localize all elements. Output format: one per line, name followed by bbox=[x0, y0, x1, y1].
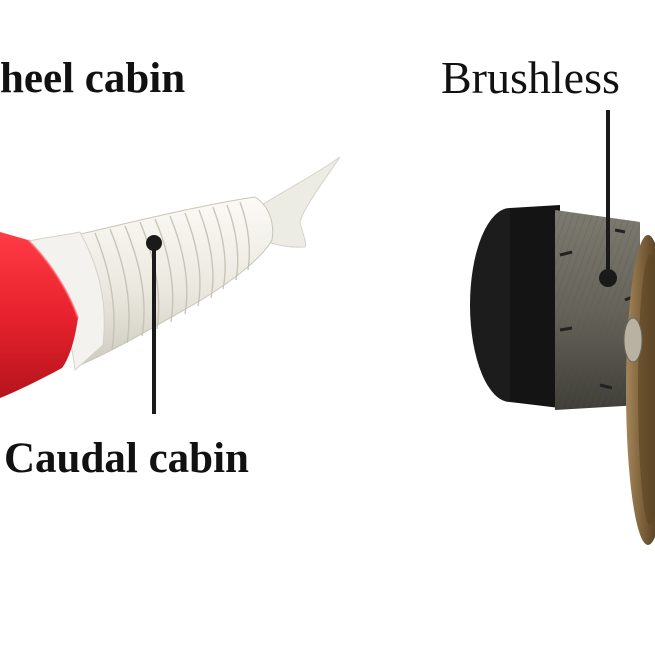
corrugation-ridges bbox=[94, 201, 250, 351]
brushless-label: Brushless bbox=[441, 52, 620, 103]
caudal-cabin-leader-dot bbox=[146, 235, 162, 251]
robotic-fish-body bbox=[0, 156, 341, 398]
wheel-cabin-label: heel cabin bbox=[0, 55, 185, 102]
wheel-cabin-shape bbox=[0, 232, 78, 398]
motor-end-cap-side bbox=[510, 205, 560, 408]
caudal-cabin-shape bbox=[54, 196, 274, 366]
brushless-leader-dot bbox=[599, 269, 617, 287]
wheel-cabin-edge bbox=[27, 239, 79, 319]
brushless-motor bbox=[470, 205, 655, 545]
tail-fin bbox=[261, 156, 341, 248]
caudal-cabin-label: Caudal cabin bbox=[4, 435, 249, 482]
motor-bolt bbox=[623, 317, 643, 363]
